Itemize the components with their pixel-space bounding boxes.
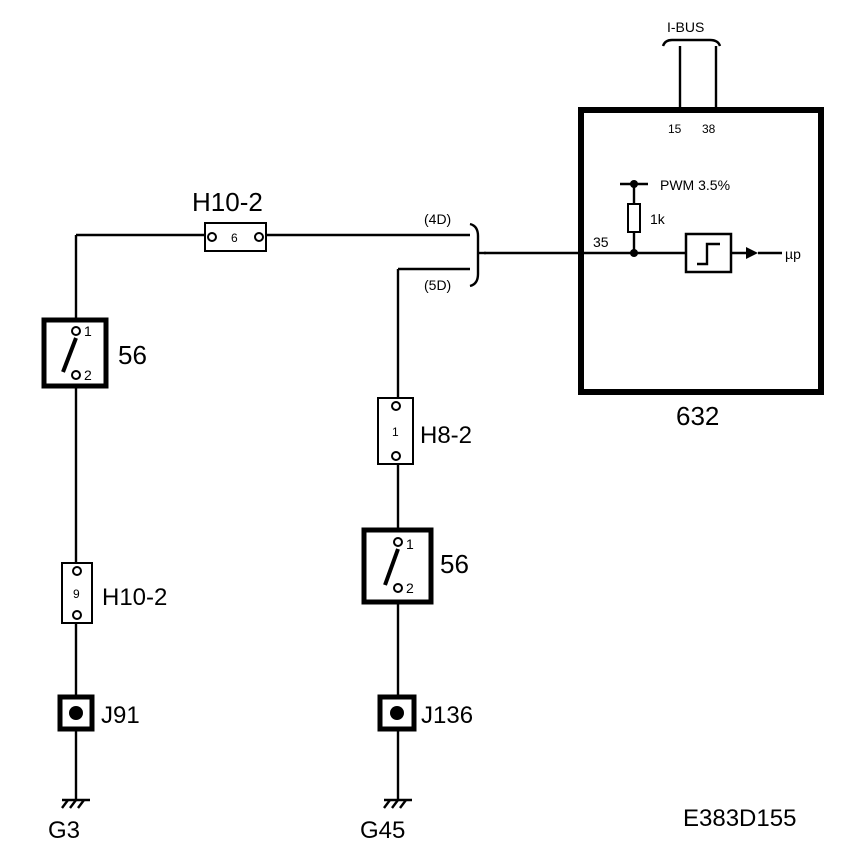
resistor-1k [627,203,641,233]
connector-pin-top [72,566,82,576]
junction-j91: J91 [57,694,140,732]
ground-hatch [391,799,399,809]
module-label: 632 [676,401,719,431]
connector-pin-number: 9 [73,587,80,601]
connector-label: H8-2 [420,422,472,449]
connector-pin-bottom [391,451,401,461]
ground-hatch [383,799,391,809]
ground-hatch [69,799,77,809]
i-bus-label: I-BUS [667,19,704,35]
switch-label: 56 [118,340,147,370]
module-pin-15: 15 [668,122,682,136]
schmitt-symbol [697,242,720,266]
output-label: µp [785,246,801,262]
junction-label: J136 [421,702,473,729]
schmitt-trigger-icon [684,232,733,274]
splice-label-5d: (5D) [424,277,451,293]
drawing-code: E383D155 [683,805,796,832]
i-bus-brace [661,38,722,47]
junction-label: J91 [101,702,140,729]
connector-h10-2-pin6: 6 H10-2 [192,187,267,252]
connector-h8-2-pin1: 1 H8-2 [377,397,472,465]
ground-g3: G3 [48,798,90,844]
switch-pin2-label: 2 [84,367,92,383]
connector-pin-left [207,232,217,242]
pwm-label: PWM 3.5% [660,177,730,193]
switch-pin1-label: 1 [84,323,92,339]
junction-point [69,706,83,720]
junction-body [377,694,417,732]
connector-pin-bottom [72,610,82,620]
control-module-632: 15 38 35 PWM 3.5% 1k µp 632 [578,107,824,431]
switch-pin-1 [393,537,403,547]
splice-brace [469,222,480,288]
ground-hatch [399,799,407,809]
connector-pin-right [254,232,264,242]
ground-label: G3 [48,817,80,844]
switch-pin1-label: 1 [406,536,414,552]
resistor-label: 1k [650,211,666,227]
connector-pin-top [391,401,401,411]
arrow-right-icon [746,247,758,259]
ground-label: G45 [360,817,405,844]
switch-left-56: 1 2 56 [41,317,147,389]
splice-label-4d: (4D) [424,211,451,227]
connector-label: H10-2 [102,584,167,611]
ground-hatch [77,799,85,809]
switch-contact-icon [61,337,78,373]
junction-point [390,706,404,720]
switch-right-56: 1 2 56 [361,527,469,605]
connector-label: H10-2 [192,187,263,217]
junction-body [57,694,95,732]
i-bus: I-BUS [661,19,722,110]
switch-contact-icon [383,548,400,586]
splice-bracket: (4D) (5D) [424,211,486,293]
connector-pin-number: 6 [231,231,238,245]
switch-label: 56 [440,549,469,579]
connector-pin-number: 1 [392,425,399,439]
module-pin-35: 35 [593,234,609,250]
junction-j136: J136 [377,694,473,732]
switch-pin2-label: 2 [406,580,414,596]
switch-pin-1 [71,326,81,336]
switch-pin-2 [393,583,403,593]
connector-h10-2-pin9: 9 H10-2 [61,562,167,624]
module-pin-38: 38 [702,122,716,136]
switch-pin-2 [71,370,81,380]
ground-g45: G45 [360,798,412,844]
ground-hatch [61,799,69,809]
module-outline [578,107,824,395]
